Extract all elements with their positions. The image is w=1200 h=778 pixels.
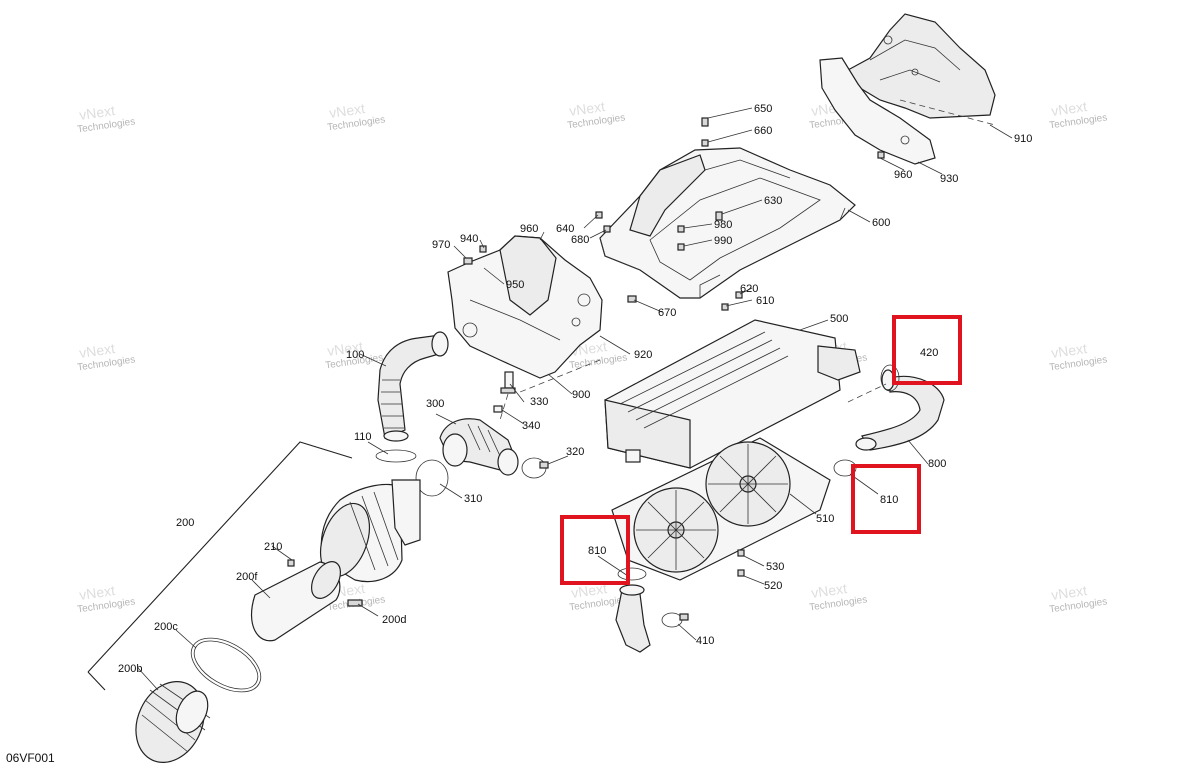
highlight-box-810-right [851,464,921,534]
watermark-line-1: vNext [1050,582,1088,603]
watermark: vNext Technologies [77,340,136,373]
callout-200c: 200c [154,621,178,633]
watermark-line-1: vNext [570,580,608,601]
part-300-coupler [439,418,519,476]
part-810-clamp-left [617,567,647,581]
highlight-box-420 [892,315,962,385]
watermark-line-1: vNext [78,340,116,361]
callout-600: 600 [872,217,890,229]
callout-800: 800 [928,458,946,470]
callout-610: 610 [756,295,774,307]
watermark-line-1: vNext [78,582,116,603]
callout-200d: 200d [382,614,406,626]
callout-670: 670 [658,307,676,319]
callout-940: 940 [460,233,478,245]
part-100-hose [377,331,449,442]
callout-960-top: 960 [894,169,912,181]
callout-930: 930 [940,173,958,185]
callout-630: 630 [764,195,782,207]
callout-330: 330 [530,396,548,408]
highlight-boxes [560,315,962,585]
callout-910: 910 [1014,133,1032,145]
callout-530: 530 [766,561,784,573]
part-900-bracket [447,235,603,379]
watermark-line-1: vNext [568,98,606,119]
callout-900: 900 [572,389,590,401]
callout-810-left: 810 [588,545,606,557]
watermark: vNext Technologies [1049,340,1108,373]
callout-970: 970 [432,239,450,251]
callout-810-right: 810 [880,494,898,506]
callout-620: 620 [740,283,758,295]
watermark: vNext Technologies [567,98,626,131]
watermark: vNext Technologies [809,580,868,613]
part-310-clamp [415,459,449,497]
part-200-filter-housing [319,479,421,583]
watermark-line-1: vNext [78,102,116,123]
callout-650: 650 [754,103,772,115]
callout-200: 200 [176,517,194,529]
fasteners [287,117,885,577]
callout-680: 680 [571,234,589,246]
watermark-line-1: vNext [1050,340,1088,361]
part-330-sensor [493,371,516,421]
callout-520: 520 [764,580,782,592]
callout-980: 980 [714,219,732,231]
callout-210: 210 [264,541,282,553]
watermark-line-1: vNext [328,100,366,121]
watermark: vNext Technologies [1049,582,1108,615]
reference-code: 06VF001 [6,751,55,765]
group-bracket-200 [87,441,353,673]
callout-310: 310 [464,493,482,505]
watermark-line-1: vNext [810,580,848,601]
watermark: vNext Technologies [77,102,136,135]
part-200d-clamp [347,599,363,607]
group-bracket-200-end [87,671,106,691]
callout-960-mid: 960 [520,223,538,235]
highlight-box-810-left [560,515,630,585]
callout-340: 340 [522,420,540,432]
part-500-intercooler [604,319,861,469]
callout-640: 640 [556,223,574,235]
callout-320: 320 [566,446,584,458]
part-510-fan-shroud [611,437,831,581]
part-200f-filter-element [250,561,342,642]
part-800-hose [855,369,945,451]
watermark: vNext Technologies [1049,98,1108,131]
watermark-line-1: vNext [1050,98,1088,119]
callout-950: 950 [506,279,524,291]
callout-200b: 200b [118,663,142,675]
callout-990: 990 [714,235,732,247]
callout-labels: 650 660 630 640 680 980 990 600 910 960 … [118,103,1032,675]
part-410-lower-hose [615,584,689,653]
callout-110: 110 [354,431,372,443]
part-420-clamp [880,364,900,392]
callout-200f: 200f [236,571,258,583]
watermark-line-1: vNext [326,338,364,359]
part-110-clamp [375,449,417,463]
watermark: vNext Technologies [327,100,386,133]
callout-100: 100 [346,349,364,361]
part-600-frame [599,147,856,299]
part-200b-end-cap [135,681,211,763]
callout-420: 420 [920,347,938,359]
leader-lines [137,107,1013,691]
callout-500: 500 [830,313,848,325]
callout-510: 510 [816,513,834,525]
part-910-bracket [819,13,996,165]
watermark: vNext Technologies [77,582,136,615]
callout-920: 920 [634,349,652,361]
callout-410: 410 [696,635,714,647]
part-320-clamp [521,457,549,479]
callout-300: 300 [426,398,444,410]
callout-660: 660 [754,125,772,137]
